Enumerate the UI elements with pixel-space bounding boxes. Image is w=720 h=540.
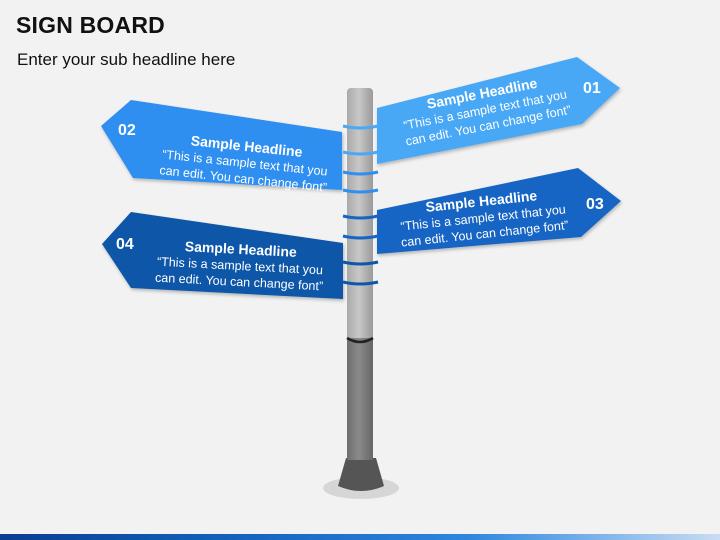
page-title: SIGN BOARD: [16, 12, 165, 38]
sign-02-number: 02: [118, 122, 136, 139]
sign-02-board: [101, 100, 342, 190]
pole-upper: [347, 88, 373, 340]
footer-accent-bar: [0, 534, 720, 540]
pole-joint: [346, 336, 374, 344]
pole-straps: [342, 124, 379, 286]
sign-03-number: 03: [586, 196, 604, 213]
sign-04-text: Sample Headline “This is a sample text t…: [145, 235, 335, 295]
sign-03-board: [377, 168, 621, 254]
sign-01-board: [377, 57, 620, 164]
sign-04-board: [102, 212, 343, 299]
pole-lower: [347, 338, 373, 460]
page-subtitle: Enter your sub headline here: [17, 50, 236, 69]
sign-04-number: 04: [116, 236, 134, 253]
sign-01-number: 01: [583, 80, 601, 97]
pole-foot: [338, 458, 384, 491]
